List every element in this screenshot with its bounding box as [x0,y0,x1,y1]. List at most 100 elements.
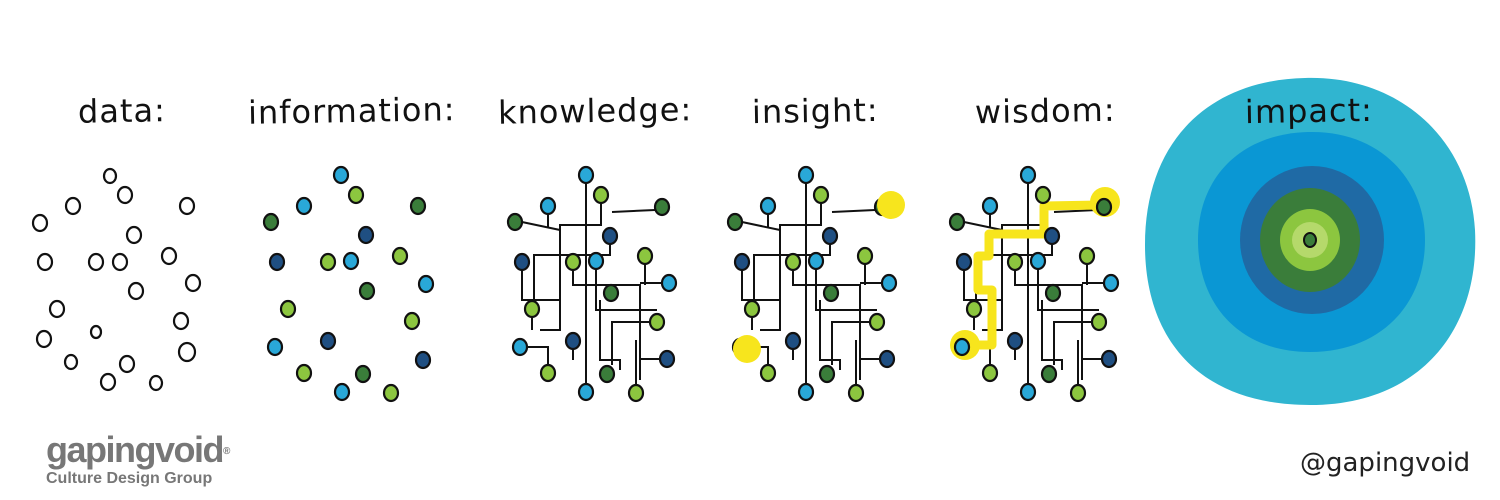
knowledge-dot [564,331,582,351]
wisdom-dot [1095,197,1113,217]
knowledge-dot [648,312,666,332]
data-dot [63,353,79,371]
information-dot [279,299,297,319]
wisdom-dot [1019,165,1037,185]
data-dot [125,225,143,245]
data-dot [64,196,82,216]
knowledge-dot [660,273,678,293]
wisdom-dot [953,337,971,357]
information-dot [266,337,284,357]
dots [31,165,1120,403]
insight-dot [784,331,802,351]
data-dot [35,329,53,349]
information-dot [268,252,286,272]
insight-line [741,270,780,301]
data-dot [36,252,54,272]
connection-lines [521,183,1104,385]
wisdom-line [1053,209,1098,213]
insight-dot [733,252,751,272]
insight-dot [818,364,836,384]
data-dot [148,374,164,392]
wisdom-dot [1043,226,1061,246]
knowledge-dot [587,251,605,271]
knowledge-dot [523,299,541,319]
insight-dot [821,226,839,246]
data-dot [184,273,202,293]
wisdom-dot [965,299,983,319]
wisdom-lines [963,183,1104,385]
knowledge-dot [627,383,645,403]
wisdom-dot [981,196,999,216]
data-dot [102,167,118,185]
insight-dot [868,312,886,332]
stage-title-information: information: [247,90,456,132]
insight-dot [878,349,896,369]
insight-line [831,209,876,213]
wisdom-dot [1029,251,1047,271]
insight-dot [759,196,777,216]
stage-title-impact: impact: [1244,90,1374,132]
knowledge-line [527,346,549,365]
insight-line [819,300,841,370]
knowledge-line [611,321,650,365]
insight-line [831,321,870,365]
insight-line [792,270,861,380]
knowledge-dot [539,196,557,216]
wisdom-dot [1006,252,1024,272]
wisdom-dot [1044,283,1062,303]
information-dot [295,196,313,216]
wisdom-line [1014,270,1083,380]
insight-dot [784,252,802,272]
wisdom-dot [1019,382,1037,402]
knowledge-dot [577,382,595,402]
wisdom-line [1037,269,1099,311]
insight-dot [856,246,874,266]
information-dot [319,331,337,351]
information-dot [417,274,435,294]
insight-highlight-dot [733,335,761,363]
knowledge-dot [592,185,610,205]
wisdom-line [1041,300,1063,370]
data-dot [118,354,136,374]
wisdom-dot [1006,331,1024,351]
stage-title-insight: insight: [751,90,879,132]
wisdom-line [1053,321,1092,365]
data-dot [178,196,196,216]
knowledge-dot [601,226,619,246]
data-dot [160,246,178,266]
insight-line [741,221,781,231]
data-dot [87,252,105,272]
data-dot [31,213,49,233]
knowledge-line [521,221,561,231]
insight-dot [807,251,825,271]
knowledge-line [611,209,656,213]
information-dot [347,185,365,205]
impact-center-dot [1303,232,1317,248]
wisdom-dot [981,363,999,383]
knowledge-dot [511,337,529,357]
stage-title-knowledge: knowledge: [497,90,693,132]
wisdom-dot [1078,246,1096,266]
data-dot [48,299,66,319]
knowledge-line [540,203,602,331]
knowledge-dot [513,252,531,272]
insight-line [760,203,822,331]
wisdom-highlight-path [965,200,1101,350]
knowledge-dot [658,349,676,369]
knowledge-line [595,269,657,311]
information-dot [357,225,375,245]
knowledge-dot [506,212,524,232]
wisdom-dot [955,252,973,272]
insight-dot [847,383,865,403]
knowledge-dot [539,363,557,383]
insight-dot [726,212,744,232]
knowledge-line [521,270,560,301]
information-dot [409,196,427,216]
knowledge-line [572,270,641,380]
wisdom-paths [950,187,1120,360]
stage-title-data: data: [77,91,167,131]
knowledge-line [599,300,621,370]
insight-dot [822,283,840,303]
data-dot [177,341,197,363]
